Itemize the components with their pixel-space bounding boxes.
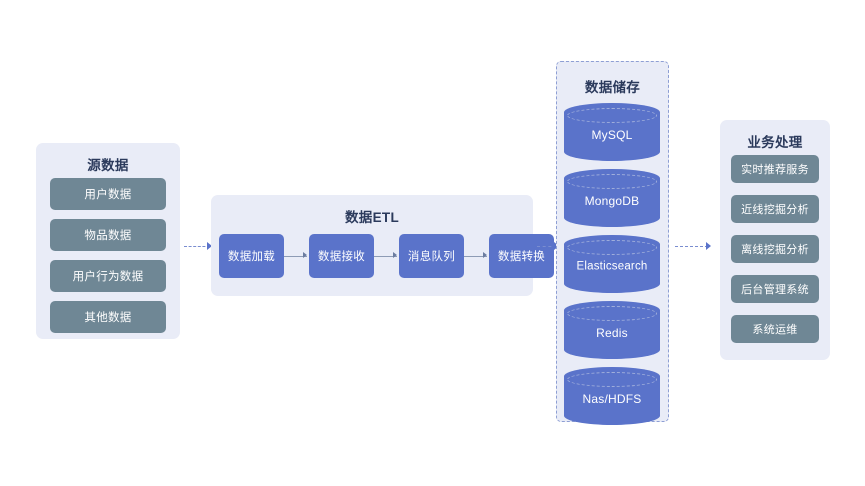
connector-source-to-etl: [184, 246, 210, 247]
business-processing-panel: 业务处理 实时推荐服务 近线挖掘分析 离线挖掘分析 后台管理系统 系统运维: [720, 120, 830, 360]
storage-cylinder-nas-hdfs[interactable]: Nas/HDFS: [564, 367, 660, 425]
etl-connector-1: [284, 256, 307, 257]
etl-step-data-transform[interactable]: 数据转换: [489, 234, 554, 278]
cylinder-top-ellipse: [567, 306, 657, 321]
etl-step-data-receive[interactable]: 数据接收: [309, 234, 374, 278]
etl-connector-3-arrow: [483, 252, 487, 258]
cylinder-top-ellipse: [567, 174, 657, 189]
etl-connector-1-arrow: [303, 252, 307, 258]
connector-etl-to-storage: [537, 246, 557, 247]
cylinder-top-ellipse: [567, 240, 657, 255]
connector-source-to-etl-arrow: [207, 242, 212, 250]
etl-step-data-load[interactable]: 数据加载: [219, 234, 284, 278]
business-item-offline-mining[interactable]: 离线挖掘分析: [731, 235, 819, 263]
business-item-nearline-mining[interactable]: 近线挖掘分析: [731, 195, 819, 223]
storage-cylinder-redis[interactable]: Redis: [564, 301, 660, 359]
etl-step-message-queue[interactable]: 消息队列: [399, 234, 464, 278]
storage-cylinder-mysql[interactable]: MySQL: [564, 103, 660, 161]
source-item-user-behavior-data[interactable]: 用户行为数据: [50, 260, 166, 292]
storage-cylinder-mongodb[interactable]: MongoDB: [564, 169, 660, 227]
source-item-other-data[interactable]: 其他数据: [50, 301, 166, 333]
connector-storage-to-business: [675, 246, 708, 247]
data-etl-title: 数据ETL: [345, 210, 399, 225]
storage-label-elasticsearch: Elasticsearch: [576, 260, 648, 273]
data-storage-title: 数据储存: [584, 80, 641, 95]
storage-label-mysql: MySQL: [591, 127, 633, 142]
etl-connector-3: [464, 256, 487, 257]
storage-cylinder-elasticsearch[interactable]: Elasticsearch: [564, 235, 660, 293]
etl-connector-2: [374, 256, 397, 257]
storage-label-nas-hdfs: Nas/HDFS: [582, 391, 642, 406]
business-item-admin-system[interactable]: 后台管理系统: [731, 275, 819, 303]
business-item-realtime-recommendation[interactable]: 实时推荐服务: [731, 155, 819, 183]
connector-storage-to-business-arrow: [706, 242, 711, 250]
cylinder-top-ellipse: [567, 372, 657, 387]
source-item-user-data[interactable]: 用户数据: [50, 178, 166, 210]
data-storage-panel: 数据储存 MySQL MongoDB Elasticsearch Redis N…: [556, 61, 669, 425]
data-etl-panel: 数据ETL 数据加载 数据接收 消息队列 数据转换: [211, 195, 554, 296]
source-data-panel: 源数据 用户数据 物品数据 用户行为数据 其他数据: [36, 143, 180, 339]
business-item-system-ops[interactable]: 系统运维: [731, 315, 819, 343]
source-data-title: 源数据: [87, 158, 129, 173]
source-item-product-data[interactable]: 物品数据: [50, 219, 166, 251]
storage-label-redis: Redis: [596, 325, 628, 340]
storage-label-mongodb: MongoDB: [584, 193, 640, 208]
business-processing-title: 业务处理: [747, 135, 803, 150]
cylinder-top-ellipse: [567, 108, 657, 123]
etl-connector-2-arrow: [393, 252, 397, 258]
